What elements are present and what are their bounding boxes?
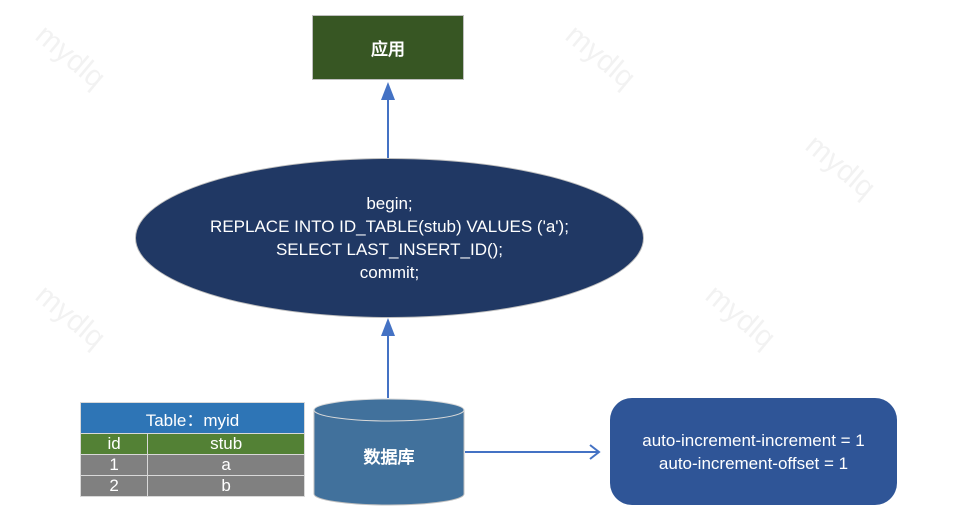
application-label: 应用 bbox=[371, 40, 405, 60]
config-box: auto-increment-increment = 1 auto-increm… bbox=[610, 398, 897, 505]
config-line: auto-increment-offset = 1 bbox=[658, 453, 849, 473]
column-header: stub bbox=[147, 433, 305, 455]
column-header: id bbox=[79, 433, 149, 455]
table-cell: a bbox=[147, 454, 305, 476]
arrow-db-to-config bbox=[465, 444, 601, 460]
table-cell: 1 bbox=[79, 454, 149, 476]
table-title: Table：myid bbox=[80, 402, 305, 434]
database-cylinder-icon bbox=[313, 398, 465, 506]
sql-line: REPLACE INTO ID_TABLE(stub) VALUES ('a')… bbox=[210, 217, 569, 236]
table-cell: 2 bbox=[79, 475, 149, 497]
transaction-ellipse: begin; REPLACE INTO ID_TABLE(stub) VALUE… bbox=[135, 158, 644, 318]
config-line: auto-increment-increment = 1 bbox=[642, 430, 865, 450]
database-label-text: 数据库 bbox=[363, 447, 415, 468]
sql-line: commit; bbox=[359, 263, 420, 282]
arrow-ellipse-to-app bbox=[381, 82, 395, 158]
sql-line: begin; bbox=[366, 194, 413, 213]
sql-line: SELECT LAST_INSERT_ID(); bbox=[275, 240, 504, 259]
arrow-db-to-ellipse bbox=[381, 318, 395, 398]
database-label: 数据库 bbox=[313, 398, 465, 506]
table-cell: b bbox=[147, 475, 305, 497]
application-box: 应用 bbox=[312, 15, 464, 80]
